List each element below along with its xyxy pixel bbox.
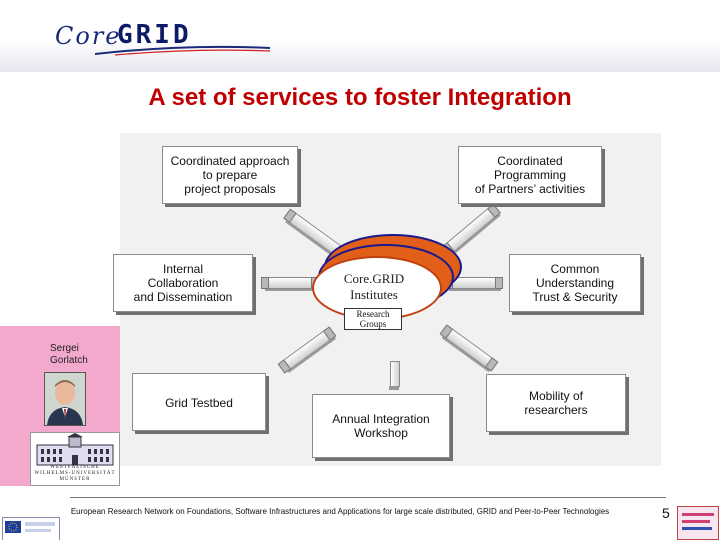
presenter-name: Sergei Gorlatch	[50, 343, 88, 366]
box-project-proposals: Coordinated approach to prepare project …	[162, 146, 298, 204]
arrow-workshop	[389, 361, 400, 390]
institutes-label-line1: Core.GRID	[343, 271, 405, 286]
institutes-label-line2: Institutes	[350, 287, 398, 302]
box-mobility-researchers-label: Mobility of researchers	[524, 389, 588, 417]
page-number: 5	[662, 505, 670, 521]
box-project-proposals-label: Coordinated approach to prepare project …	[170, 154, 290, 196]
eu-programme-logo	[2, 517, 60, 540]
eu-flag-icon	[5, 521, 55, 533]
institute-oval-front	[312, 256, 442, 320]
box-mobility-researchers: Mobility of researchers	[486, 374, 626, 432]
university-name: WESTFÄLISCHE WILHELMS-UNIVERSITÄT MÜNSTE…	[34, 465, 116, 482]
box-internal-collaboration: Internal Collaboration and Dissemination	[113, 254, 253, 312]
presenter-photo	[44, 372, 86, 426]
header-band	[0, 0, 720, 72]
logo-core-text: Core	[55, 22, 122, 50]
box-grid-testbed: Grid Testbed	[132, 373, 266, 431]
footer-divider	[70, 497, 666, 498]
box-internal-collaboration-label: Internal Collaboration and Dissemination	[133, 262, 233, 304]
page-title: A set of services to foster Integration	[148, 84, 572, 111]
research-groups-label: Research Groups	[356, 309, 390, 329]
box-annual-workshop: Annual Integration Workshop	[312, 394, 450, 458]
footer-text: European Research Network on Foundations…	[70, 507, 610, 516]
coregrid-logo: Core GRID	[55, 18, 270, 56]
institutes-label: Core.GRID Institutes	[327, 271, 421, 303]
partner-logo-image	[682, 513, 714, 530]
box-common-understanding-label: Common Understanding Trust & Security	[532, 262, 618, 304]
presenter-photo-image	[45, 373, 85, 425]
university-building-icon	[36, 433, 114, 466]
box-coordinated-programming: Coordinated Programming of Partners’ act…	[458, 146, 602, 204]
university-logo: WESTFÄLISCHE WILHELMS-UNIVERSITÄT MÜNSTE…	[30, 432, 120, 486]
partner-logo	[677, 506, 719, 540]
box-coordinated-programming-label: Coordinated Programming of Partners’ act…	[474, 154, 586, 196]
logo-swoosh-icon	[95, 45, 270, 56]
box-annual-workshop-label: Annual Integration Workshop	[332, 412, 430, 440]
logo-grid-text: GRID	[117, 20, 192, 50]
research-groups-box: Research Groups	[344, 308, 402, 330]
arrow-internal	[261, 277, 319, 289]
box-grid-testbed-label: Grid Testbed	[165, 396, 233, 410]
box-common-understanding: Common Understanding Trust & Security	[509, 254, 641, 312]
